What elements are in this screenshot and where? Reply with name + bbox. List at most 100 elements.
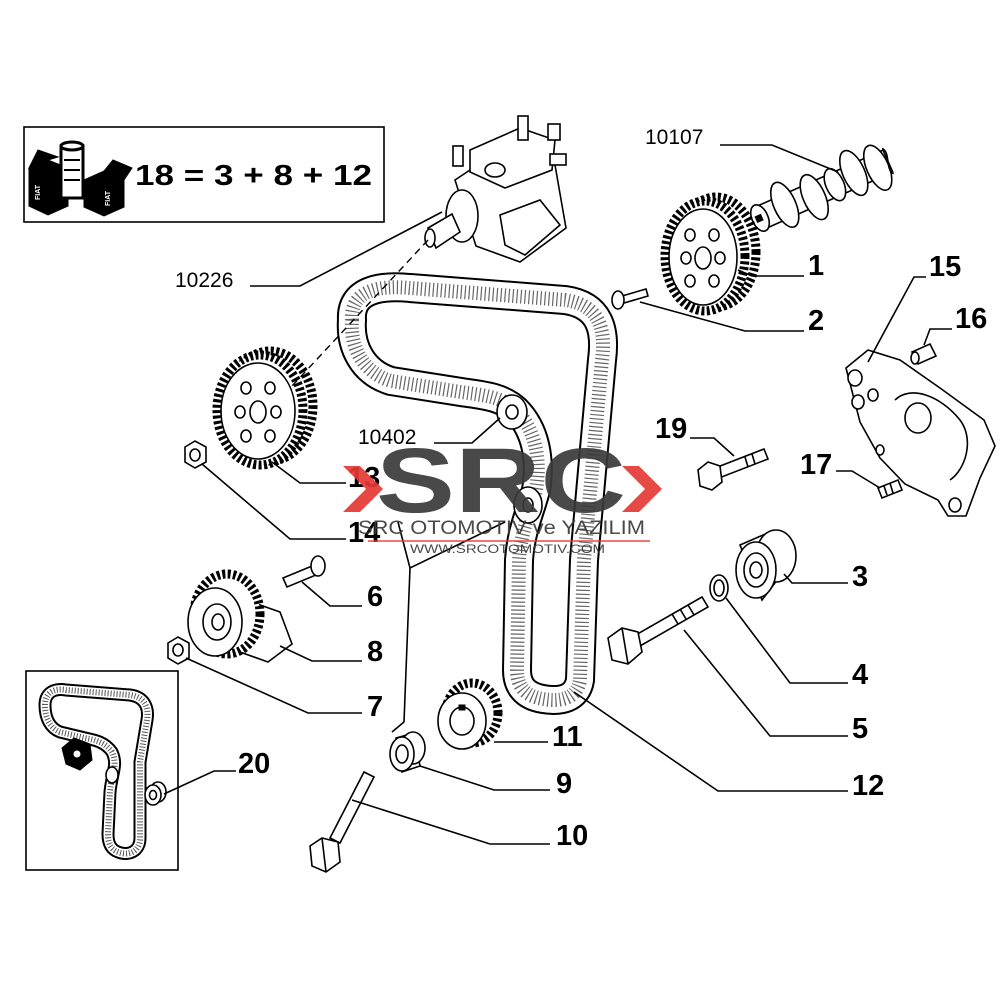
timing-belt [336,272,619,715]
bracket-stud [876,478,904,500]
leader-line [720,144,839,173]
bolt-head [310,555,326,577]
nut-bore [172,643,184,657]
camshaft-pulley [660,192,761,316]
leader-line [725,597,848,684]
part-number-17: 17 [800,449,832,481]
part-number-8: 8 [367,636,383,668]
crankshaft-bolt [309,770,376,873]
leader-line [279,645,362,662]
leader-line [351,799,550,845]
pulley-hub [694,246,712,270]
reference-line [391,567,411,733]
bolt-shaft [632,595,710,648]
inset-belt-teeth [41,686,151,857]
kit-box-lettering-right: FIAT [105,190,112,206]
pump-fitting [547,123,561,141]
part-number-14: 14 [348,517,380,549]
idler-bearing [735,529,797,602]
bolt-shaft [621,288,649,304]
tensioner-bolt [281,555,326,589]
bracket-hole [948,497,962,513]
part-number-6: 6 [367,581,383,613]
stud-body [876,478,904,500]
camshaft-lobe [799,173,830,221]
watermark-left-chevron [343,466,383,512]
inset-tensioner-hub [72,749,82,759]
bracket-hole [867,388,879,402]
bracket-hole [851,394,865,410]
leader-line [185,657,362,714]
leader-line [201,463,346,540]
pulley-hole [270,405,282,419]
bracket-hole [904,402,932,434]
bolt-head [697,461,723,491]
camshaft-lobe [838,149,869,197]
callout-7: 7 [185,657,383,723]
watermark-url: WWW.SRCOTOMOTIV.COM [410,542,605,556]
pump-lower-housing [499,199,562,256]
camshaft [749,144,895,232]
kit-icon: FIAT FIAT [27,140,133,217]
idler-long-bolt [607,595,710,665]
stud-thread [889,482,894,494]
callout-14: 14 [201,463,380,549]
callout-2: 2 [639,301,824,337]
camshaft-lobe [769,181,800,228]
leader-line [836,470,881,489]
washer-inner [713,579,725,597]
part-number-1: 1 [808,250,824,282]
belt-idler-bore [505,404,519,420]
part-number-10: 10 [556,820,588,852]
part-number-7: 7 [367,691,383,723]
part-number-3: 3 [852,561,868,593]
part-number-20: 20 [238,748,270,780]
reference-number-belt-idler: 10402 [358,426,416,449]
washer [709,574,729,602]
leader-line [573,691,848,792]
injection-pump [424,115,567,263]
stud-thread [883,485,888,496]
leader-line [923,328,952,346]
leader-line [737,269,804,277]
callout-1: 1 [737,250,824,282]
pulley-hole [708,274,720,288]
callout-11: 11 [494,721,583,753]
crankshaft-pulley [437,678,503,750]
leader-line [271,461,346,484]
idler-bolt [697,447,770,491]
reference-number-injection-pump: 10226 [175,269,233,292]
reference-number-camshaft: 10107 [645,126,703,149]
callout-10: 10 [351,799,588,852]
watermark-right-chevron [622,466,662,512]
bolt-thread [744,456,749,468]
leader-line [434,417,501,444]
callout-6: 6 [301,581,383,613]
bolt-head [611,290,625,310]
kit-callout-box: FIAT FIAT 18 = 3 + 8 + 12 [23,126,385,223]
callout-10107: 10107 [645,126,839,173]
camshaft-keyway [754,213,764,224]
pump-fitting [517,115,529,141]
injection-pump-pulley [212,346,318,470]
bolt-thread [687,604,695,616]
belt-tensioner-bore [522,497,534,513]
belt-teeth [344,280,611,707]
pulley-hole [684,274,696,288]
part-number-19: 19 [655,413,687,445]
tensioner-pulley [187,569,293,663]
pulley-hole [234,405,246,419]
leader-line [639,301,804,332]
tensioner-nut [167,636,190,665]
bolt-thread [671,613,679,625]
leader-line [419,765,550,791]
nut-bore [189,448,201,462]
camshaft-break [881,147,895,175]
bracket-rib [894,392,969,481]
callout-4: 4 [725,597,868,691]
callout-16: 16 [923,303,987,346]
crank-pulley-bore [449,706,475,736]
kit-cylinder-body [59,144,85,200]
part-number-15: 15 [929,251,961,283]
callout-15: 15 [867,251,961,363]
